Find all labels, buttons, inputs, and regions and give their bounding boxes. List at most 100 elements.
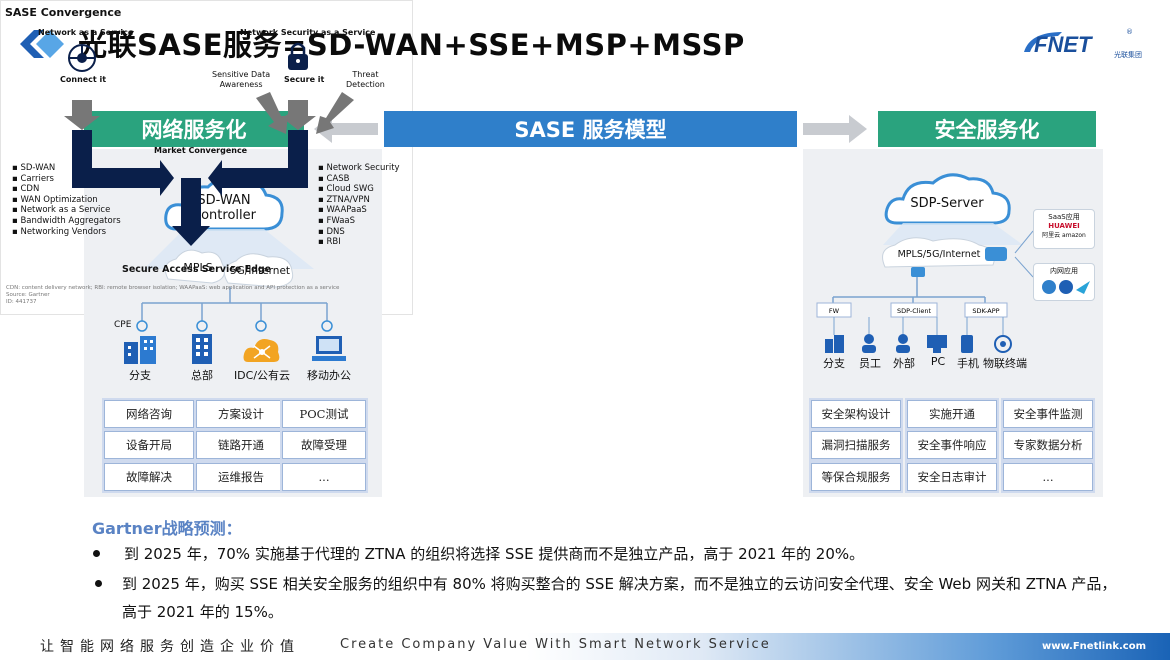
footer-slogan-cn: 让智能网络服务创造企业价值 (40, 639, 300, 655)
svg-text:FNET: FNET (1034, 32, 1093, 57)
list-item: ▪ WAN Optimization (12, 194, 98, 205)
device-label: 手机 (957, 357, 979, 370)
svg-text:®: ® (1126, 28, 1133, 36)
security-service-panel: SDP-Server MPLS/5G/Internet FW SDP-Clien… (803, 149, 1103, 497)
cloud-line2: Controller (192, 208, 257, 223)
secure-it-label: Secure it (284, 75, 325, 84)
service-box: 安全架构设计 (809, 398, 903, 430)
service-box: 设备开局 (102, 429, 196, 461)
right-gray-arrow-icon (803, 115, 867, 143)
sase-edge-label: Secure Access Service Edge (122, 264, 272, 275)
idc-cloud-icon (243, 339, 280, 362)
service-box: 等保合规服务 (809, 461, 903, 493)
cpe-label: CPE (114, 320, 132, 330)
saas-apps-card: SaaS应用 HUAWEI 阿里云 amazon (1033, 209, 1095, 249)
sase-model-header: SASE 服务模型 (384, 111, 797, 147)
network-service-header: 网络服务化 (84, 111, 304, 147)
sase-model-panel: SASE Convergence Network as a Service Ne… (0, 0, 413, 315)
service-box: ... (280, 461, 368, 493)
list-item: ▪ CASB (318, 173, 350, 184)
huawei-logo: HUAWEI (1048, 222, 1080, 230)
footer-url: www.Fnetlink.com (1041, 641, 1146, 652)
list-item: ▪ Network as a Service (12, 205, 111, 216)
service-box: 故障解决 (102, 461, 196, 493)
list-item: ▪ FWaaS (318, 215, 356, 226)
service-box: 网络咨询 (102, 398, 196, 430)
naas-list: ▪ SD-WAN ▪ Carriers ▪ CDN ▪ WAN Optimiza… (12, 163, 121, 237)
hq-building-icon (192, 334, 212, 364)
network-service-panel: SD-WAN Controller MPLS 5G/Internet CPE 分… (84, 149, 382, 497)
prediction-2b: 高于 2021 年的 15%。 (122, 603, 283, 621)
lock-icon (288, 42, 308, 70)
node-fw: FW (829, 307, 840, 315)
security-service-header: 安全服务化 (878, 111, 1096, 147)
service-box: 漏洞扫描服务 (809, 429, 903, 461)
market-convergence-label: Market Convergence (154, 146, 248, 155)
bullet-dot (93, 550, 100, 557)
service-box: POC测试 (280, 398, 368, 430)
list-item: ▪ DNS (318, 226, 345, 237)
mpls-5g-bubble: MPLS/5G/Internet (898, 249, 981, 260)
node-sdp-client: SDP-Client (897, 307, 932, 315)
prediction-2a: 到 2025 年，购买 SSE 相关安全服务的组织中有 80% 将购买整合的 S… (122, 575, 1117, 593)
list-item: ▪ Cloud SWG (318, 184, 374, 195)
service-box: 安全日志审计 (905, 461, 999, 493)
convergence-diagram (64, 42, 354, 246)
footer-slogan-en: Create Company Value With Smart Network … (340, 637, 771, 652)
connect-network-icon (68, 44, 96, 72)
node-sdk-app: SDK-APP (972, 307, 999, 315)
intranet-apps-card: 内网应用 (1033, 263, 1095, 301)
list-item: ▪ RBI (318, 237, 341, 248)
service-box: 故障受理 (280, 429, 368, 461)
service-box: ... (1001, 461, 1095, 493)
bullet-dot (95, 580, 102, 587)
service-box: 运维报告 (194, 461, 288, 493)
svg-text:光联集团: 光联集团 (1114, 50, 1142, 59)
mpls-bubble: MPLS (183, 261, 212, 274)
service-box: 链路开通 (194, 429, 288, 461)
gateway-icon (985, 247, 1007, 261)
internet-bubble: 5G/Internet (230, 265, 290, 277)
list-item: ▪ CDN (12, 184, 40, 195)
service-box: 实施开通 (905, 398, 999, 430)
device-label: 物联终端 (983, 357, 1027, 370)
security-diagram: SDP-Server MPLS/5G/Internet FW SDP-Clien… (816, 173, 1034, 353)
list-item: ▪ Bandwidth Aggregators (12, 215, 121, 226)
service-box: 方案设计 (194, 398, 288, 430)
device-label: PC (930, 355, 946, 368)
service-box: 专家数据分析 (1001, 429, 1095, 461)
gartner-title: Gartner战略预测： (92, 519, 242, 538)
service-box: 安全事件响应 (905, 429, 999, 461)
mobile-office-laptop-icon (312, 336, 346, 361)
sase-convergence-title: SASE Convergence (5, 6, 122, 19)
cloud-line1: SD-WAN (197, 193, 250, 208)
list-item: ▪ Network Security (318, 163, 400, 173)
site-label-branch: 分支 (129, 369, 151, 382)
sdp-server-label: SDP-Server (910, 196, 984, 211)
branch-building-icon (124, 336, 156, 364)
prediction-1: 到 2025 年，70% 实施基于代理的 ZTNA 的组织将选择 SSE 提供商… (124, 545, 865, 563)
footer-bar (0, 633, 1170, 660)
naas-label: Network as a Service (38, 28, 134, 37)
list-item: ▪ Carriers (12, 173, 54, 184)
site-label-mobile: 移动办公 (307, 369, 351, 382)
service-box: 安全事件监测 (1001, 398, 1095, 430)
sdp-server-cloud-icon (884, 173, 1011, 225)
title-diamond-logo-icon (20, 30, 64, 58)
list-item: ▪ ZTNA/VPN (318, 194, 370, 205)
list-item: ▪ WAAPaaS (318, 205, 367, 216)
intranet-app-icons (1042, 280, 1090, 294)
list-item: ▪ SD-WAN (12, 163, 56, 173)
fnet-brand-logo: FNET 光联集团 ® (1024, 28, 1142, 59)
source-footnote: CDN: content delivery network; RBI: remo… (6, 285, 340, 305)
connect-it-label: Connect it (60, 75, 107, 84)
device-label: 外部 (893, 357, 915, 370)
device-label: 员工 (859, 357, 881, 370)
cloud-vendor-logos: 阿里云 amazon (1042, 232, 1086, 239)
site-label-hq: 总部 (191, 369, 213, 382)
site-label-idc: IDC/公有云 (233, 369, 291, 382)
device-label: 分支 (823, 357, 845, 370)
list-item: ▪ Networking Vendors (12, 226, 107, 237)
